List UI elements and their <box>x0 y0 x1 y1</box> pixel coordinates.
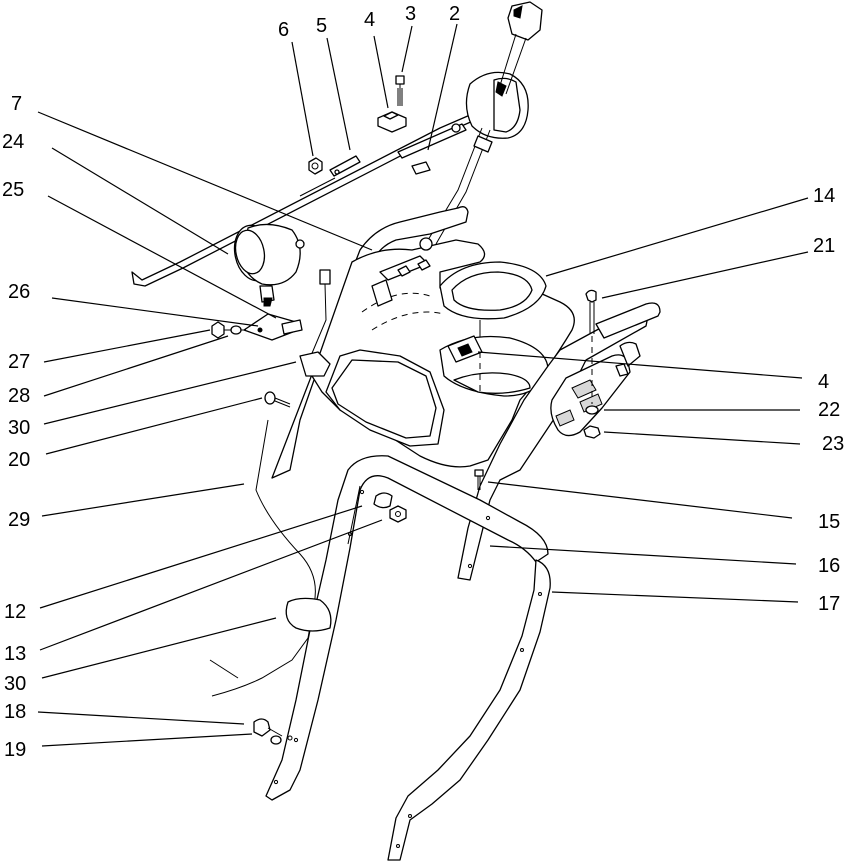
callout-14: 14 <box>813 185 835 207</box>
cover-plate-14 <box>439 261 547 320</box>
control-mount-4 <box>439 335 549 397</box>
callout-labels: 6 5 4 3 2 7 24 25 14 21 26 27 28 4 22 30… <box>2 3 844 761</box>
callout-28: 28 <box>8 385 30 407</box>
rod-link-bracket <box>329 155 361 177</box>
nut-23 <box>583 425 601 439</box>
cable-tie-30-lower <box>285 597 332 632</box>
callout-24: 24 <box>2 131 24 153</box>
callout-23: 23 <box>822 433 844 455</box>
parts-drawing <box>131 1 661 861</box>
callout-15: 15 <box>818 511 840 533</box>
headlight <box>233 223 305 307</box>
leader-lines <box>37 23 809 747</box>
callout-7: 7 <box>11 93 22 115</box>
bolt-27 <box>211 321 246 339</box>
side-shroud <box>209 419 316 697</box>
panel-slots <box>371 237 433 307</box>
callout-30-lower: 30 <box>4 673 26 695</box>
callout-12: 12 <box>4 601 26 623</box>
callout-26: 26 <box>8 281 30 303</box>
callout-3: 3 <box>405 3 416 25</box>
callout-30-upper: 30 <box>8 417 30 439</box>
clamp-4 <box>377 111 407 133</box>
callout-29: 29 <box>8 509 30 531</box>
callout-22: 22 <box>818 399 840 421</box>
washer-28 <box>230 325 242 335</box>
callout-4-top: 4 <box>364 9 375 31</box>
carriage-bolt-20 <box>264 391 291 408</box>
washer-19 <box>270 735 293 745</box>
washer-12 <box>373 492 393 509</box>
callout-18: 18 <box>4 701 26 723</box>
callout-13: 13 <box>4 643 26 665</box>
light-bracket <box>243 313 303 341</box>
callout-25: 25 <box>2 179 24 201</box>
knob-18 <box>253 718 283 737</box>
callout-6: 6 <box>278 19 289 41</box>
chute-rod-bracket <box>397 123 467 175</box>
bolt-15 <box>474 469 484 490</box>
callout-19: 19 <box>4 739 26 761</box>
callout-20: 20 <box>8 449 30 471</box>
cable-tie-30-upper <box>299 351 331 377</box>
callout-5: 5 <box>316 15 327 37</box>
chute-crank-assembly <box>427 1 543 245</box>
callout-17: 17 <box>818 593 840 615</box>
nut-6 <box>308 157 323 175</box>
callout-16: 16 <box>818 555 840 577</box>
bolt-3 <box>395 75 405 106</box>
lower-handle-right-tube <box>387 559 551 861</box>
washer-22 <box>585 405 599 415</box>
callout-4-right: 4 <box>818 371 829 393</box>
callout-27: 27 <box>8 351 30 373</box>
nut-13 <box>389 505 407 523</box>
callout-21: 21 <box>813 235 835 257</box>
pin-21 <box>585 289 597 334</box>
right-control-cluster <box>550 341 641 437</box>
light-wire <box>309 269 331 359</box>
callout-2: 2 <box>449 3 460 25</box>
